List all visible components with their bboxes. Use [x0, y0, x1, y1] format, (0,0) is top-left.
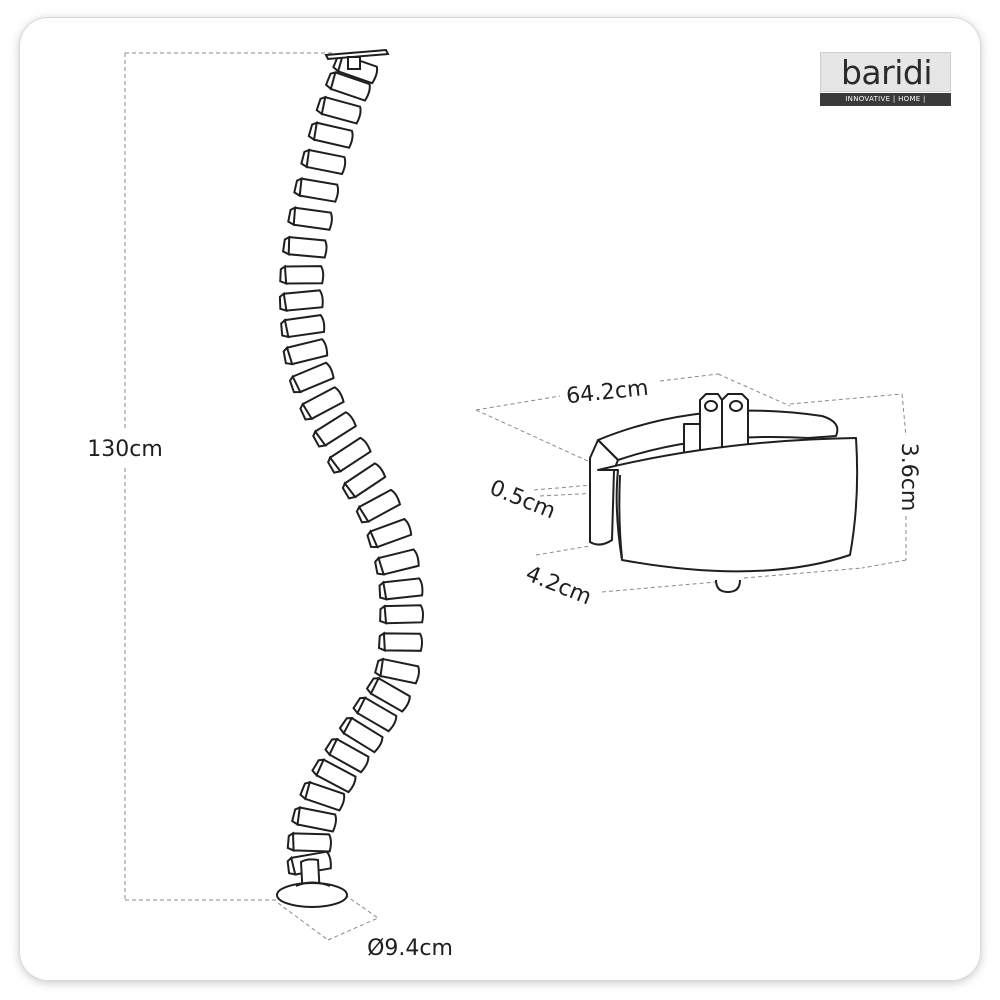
brand-logo-box: baridi [820, 52, 951, 92]
spine-vertebra [327, 436, 372, 474]
spine-vertebra [352, 696, 398, 733]
brand-logo: baridi INNOVATIVE | HOME | TECHNOLOGY [820, 52, 951, 116]
cable-spine [278, 53, 424, 903]
height-label: 130cm [87, 437, 163, 462]
spine-vertebra [300, 148, 347, 176]
diameter-label: Ø9.4cm [367, 936, 453, 961]
spine-vertebra [324, 737, 370, 774]
spine-vertebra [278, 289, 324, 313]
spine-vertebra [312, 411, 357, 448]
spine-vertebra [299, 386, 345, 421]
spine-vertebra [374, 548, 420, 576]
clip-length-label: 64.2cm [565, 376, 650, 409]
spine-vertebra [281, 235, 328, 259]
spine-vertebra [377, 631, 424, 652]
spine-vertebra [293, 177, 340, 203]
spine-vertebra [287, 206, 333, 231]
spine-base [276, 881, 348, 908]
spine-vertebra [291, 805, 337, 833]
spine-vertebra [324, 70, 371, 102]
spine-vertebra [365, 676, 411, 713]
spine-vertebra [282, 338, 329, 366]
clip-dimension-lines [475, 373, 907, 593]
spine-vertebra [299, 780, 346, 812]
spine-vertebra [288, 361, 335, 394]
brand-tagline: INNOVATIVE | HOME | TECHNOLOGY [820, 93, 951, 116]
spine-vertebra [338, 716, 384, 754]
diameter-dimension-lines [277, 894, 379, 941]
spine-vertebra [379, 604, 424, 625]
spine-vertebra [280, 314, 326, 339]
spine-vertebra [378, 577, 424, 601]
spine-vertebra [355, 488, 402, 524]
spine-top-mount [324, 48, 390, 70]
spine-vertebra [366, 517, 413, 549]
spine-vertebra [315, 95, 362, 125]
spine-vertebra [279, 264, 325, 286]
clip-height-label: 3.6cm [896, 443, 921, 512]
height-dimension-lines [124, 52, 335, 901]
brand-name: baridi [840, 53, 933, 92]
spine-vertebra [311, 758, 357, 794]
spine-vertebra [307, 121, 354, 149]
clip-depth-label: 4.2cm [522, 562, 595, 611]
mounting-clip [589, 393, 859, 593]
spine-vertebra [341, 462, 387, 500]
spine-vertebra [286, 831, 332, 853]
spine-vertebra [374, 657, 420, 685]
clip-thickness-label: 0.5cm [486, 476, 559, 525]
